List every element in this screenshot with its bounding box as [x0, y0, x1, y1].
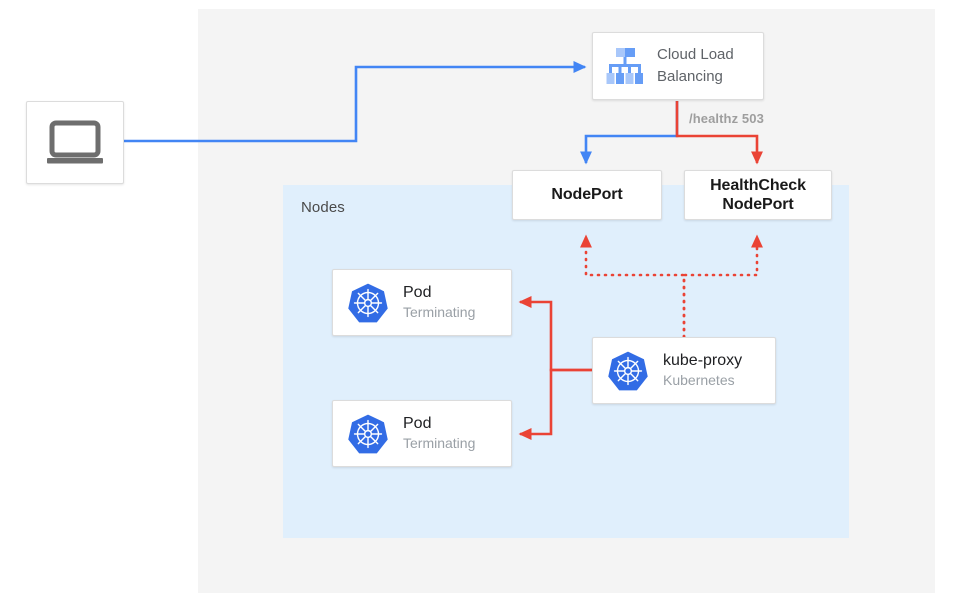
nodes-region-label: Nodes	[301, 199, 345, 216]
pod-1-title: Pod	[403, 284, 432, 302]
cloud-load-balancing-label-line1: Cloud Load	[657, 46, 734, 64]
kube-proxy-subtitle: Kubernetes	[663, 372, 735, 389]
pod-2-title: Pod	[403, 415, 432, 433]
cloud-load-balancing-node: Cloud Load Balancing	[592, 32, 764, 100]
nodeport-label: NodePort	[551, 186, 623, 204]
pod-2-subtitle: Terminating	[403, 435, 476, 452]
nodeport-node: NodePort	[512, 170, 662, 220]
kube-proxy-title: kube-proxy	[663, 352, 743, 370]
healthz-edge-label: /healthz 503	[689, 111, 764, 126]
client-node	[26, 101, 124, 184]
laptop-icon	[43, 119, 107, 167]
kubernetes-icon	[607, 350, 649, 392]
pod-1-subtitle: Terminating	[403, 304, 476, 321]
cloud-load-balancing-label-line2: Balancing	[657, 68, 723, 85]
healthcheck-nodeport-label-line2: NodePort	[722, 196, 794, 213]
kube-proxy-node: kube-proxy Kubernetes	[592, 337, 776, 404]
cloud-load-balancing-icon	[605, 47, 645, 85]
kubernetes-icon	[347, 282, 389, 324]
pod-2-node: Pod Terminating	[332, 400, 512, 467]
kubernetes-icon	[347, 413, 389, 455]
healthcheck-nodeport-node: HealthCheck NodePort	[684, 170, 832, 220]
healthcheck-nodeport-label-line1: HealthCheck	[710, 176, 806, 194]
pod-1-node: Pod Terminating	[332, 269, 512, 336]
